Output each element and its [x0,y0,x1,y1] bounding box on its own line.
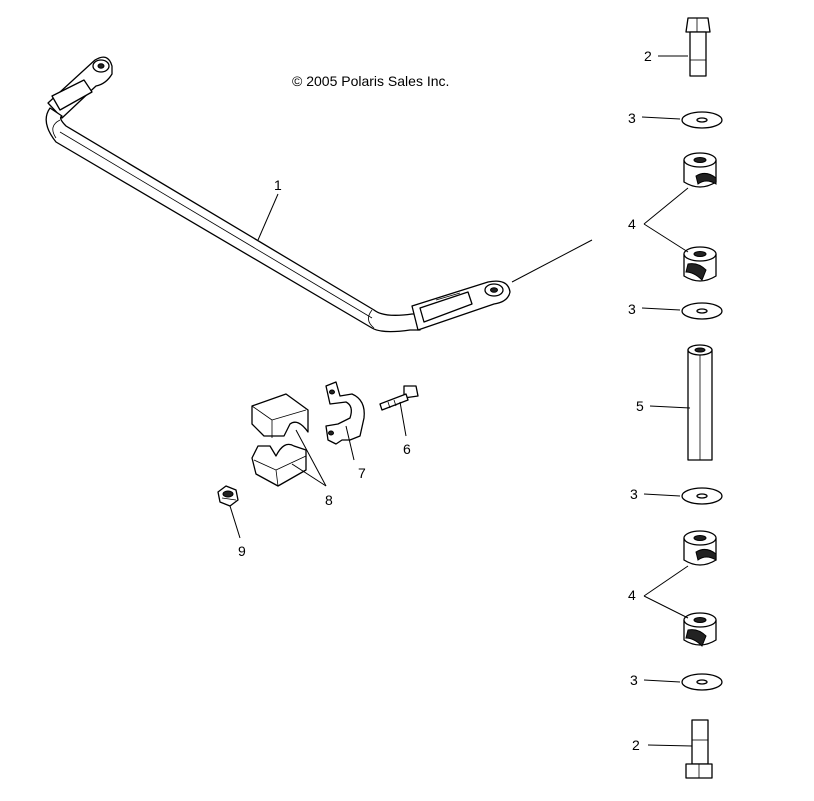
washer-c [681,487,723,505]
bushing-top-lower [683,246,717,282]
clamp-bolt [379,385,419,411]
washer-a [681,111,723,129]
callout-1: 1 [274,177,282,193]
callout-3-c: 3 [630,486,638,502]
spacer-sleeve [687,344,713,461]
bushing-bottom-upper [683,530,717,566]
callout-9: 9 [238,543,246,559]
callout-6: 6 [403,441,411,457]
callout-4-bottom: 4 [628,587,636,603]
washer-b [681,302,723,320]
bushing-top-upper [683,152,717,188]
clamp-bushing-upper [251,393,309,438]
callout-2-bottom: 2 [632,737,640,753]
clamp-bushing-lower [251,443,307,487]
bolt-top [685,17,711,77]
bolt-bottom [685,719,713,779]
callout-3-b: 3 [628,301,636,317]
callout-5: 5 [636,398,644,414]
copyright-text: © 2005 Polaris Sales Inc. [292,73,449,89]
callout-7: 7 [358,465,366,481]
callout-3-a: 3 [628,110,636,126]
clamp-bracket [325,381,365,445]
callout-8: 8 [325,492,333,508]
nut [217,485,239,507]
stabilizer-bar [45,56,511,333]
bushing-bottom-lower [683,612,717,647]
callout-4-top: 4 [628,216,636,232]
callout-3-d: 3 [630,672,638,688]
washer-d [681,673,723,691]
callout-2-top: 2 [644,48,652,64]
